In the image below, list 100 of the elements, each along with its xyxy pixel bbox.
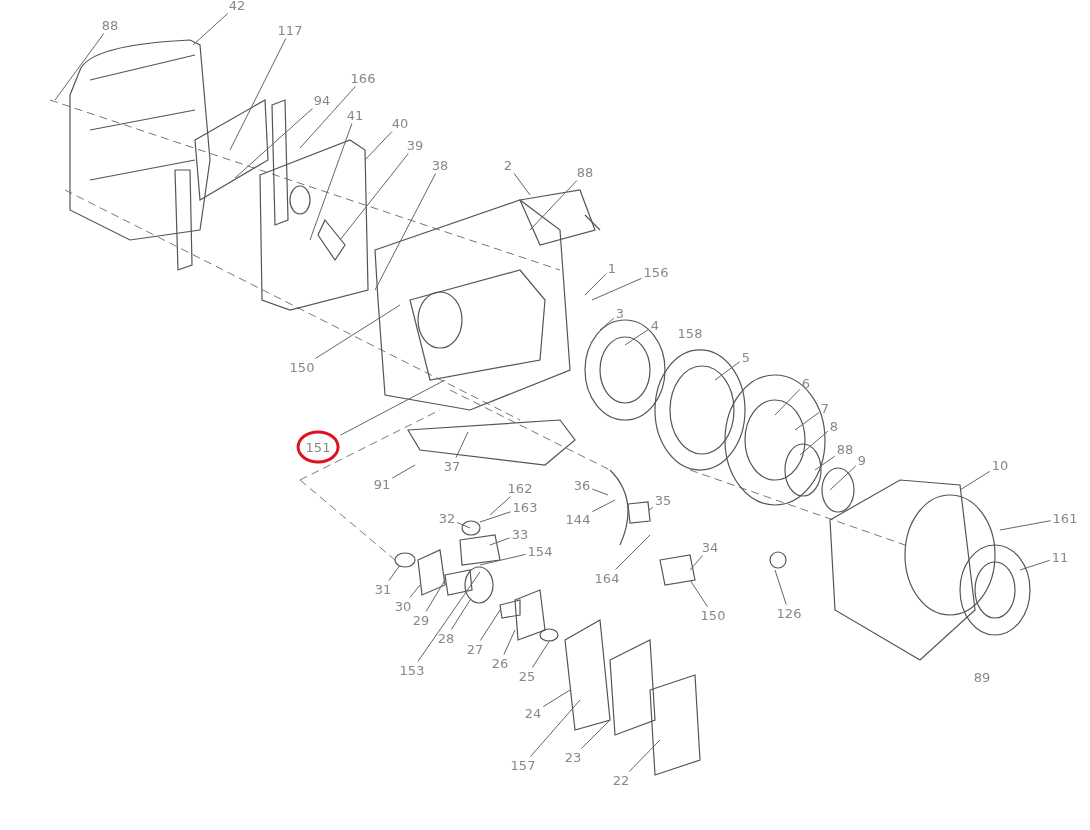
leader-line [542,689,571,708]
callout-number: 1 [606,260,618,276]
leader-line [689,579,708,607]
leader-line [581,719,611,749]
callout-number: 156 [642,264,670,280]
leader-line [54,33,105,101]
callout-number: 6 [800,375,812,391]
callout-number: 150 [699,607,727,623]
callout-number: 23 [563,749,583,765]
leader-line [689,555,704,571]
callout-number: 5 [740,349,752,365]
callout-number: 117 [276,22,304,38]
leader-line [192,13,229,46]
leader-line [615,534,651,570]
callout-number: 36 [572,477,592,493]
callout-number: 88 [575,164,595,180]
callout-number: 88 [835,441,855,457]
leader-line [455,431,469,458]
leader-line [489,537,511,546]
callout-number: 162 [506,480,534,496]
leader-line [599,317,615,331]
leader-line [456,522,471,529]
leader-line [591,488,609,496]
callout-number: 7 [819,400,831,416]
callout-number: 34 [700,539,720,555]
callout-number: 126 [775,605,803,621]
callout-number: 38 [430,157,450,173]
callout-number: 4 [649,317,661,333]
callout-number: 35 [653,492,673,508]
leader-line [409,584,421,598]
leader-line [624,328,650,346]
leader-line [309,123,353,241]
callout-number: 27 [465,641,485,657]
callout-number: 41 [345,107,365,123]
leader-line [531,639,551,668]
leader-line [391,464,416,479]
callout-number: 28 [436,630,456,646]
leader-line [479,511,512,523]
leader-line [999,520,1052,531]
leader-line [339,379,446,436]
leader-line [374,173,437,291]
callout-number: 8 [828,418,840,434]
callout-number: 25 [517,668,537,684]
callout-number: 153 [398,662,426,678]
callout-number: 144 [564,511,592,527]
callout-number: 9 [856,452,868,468]
callout-number: 91 [372,476,392,492]
callout-number: 29 [411,612,431,628]
leader-line [450,599,471,630]
leader-line [591,499,616,513]
leader-line [794,412,820,431]
callout-number: 89 [972,669,992,685]
leader-line [339,153,409,241]
leader-line [799,430,829,456]
callout-number: 94 [312,92,332,108]
circled-callout-number: 151 [296,430,340,464]
leader-line [774,388,801,416]
callout-number: 42 [227,0,247,13]
leader-line [628,739,661,772]
leader-line [584,273,607,296]
callout-number: 164 [593,570,621,586]
leader-line [959,470,991,491]
leader-line [364,131,393,161]
callout-number: 39 [405,137,425,153]
callout-number: 40 [390,115,410,131]
callout-number: 11 [1050,549,1070,565]
leader-line [503,629,516,655]
leader-line [299,86,356,149]
leader-line [489,496,512,516]
callout-number: 150 [288,359,316,375]
leader-line [529,180,578,231]
leader-line [530,699,581,757]
callout-number: 154 [526,543,554,559]
leader-line [229,38,287,151]
leader-line [388,564,401,581]
callout-number: 24 [523,705,543,721]
leader-line [648,506,654,511]
callout-number: 30 [393,598,413,614]
leader-line [479,553,527,566]
leader-line [829,465,857,491]
callout-number: 32 [437,510,457,526]
callout-number: 31 [373,581,393,597]
callout-number: 2 [502,157,514,173]
callout-number: 161 [1051,510,1079,526]
callout-number: 158 [676,325,704,341]
leader-line [1019,559,1051,571]
callout-number: 163 [511,499,539,515]
leader-line [417,571,481,662]
leader-line [814,455,836,471]
leader-line [425,579,446,612]
leader-line [513,172,531,196]
callout-number: 26 [490,655,510,671]
leader-line [591,277,643,301]
callout-number: 3 [614,305,626,321]
leader-line [714,361,741,381]
callout-number: 37 [442,458,462,474]
callout-number: 88 [100,17,120,33]
callout-number: 33 [510,526,530,542]
leader-line [479,609,501,641]
leader-line [774,569,787,605]
